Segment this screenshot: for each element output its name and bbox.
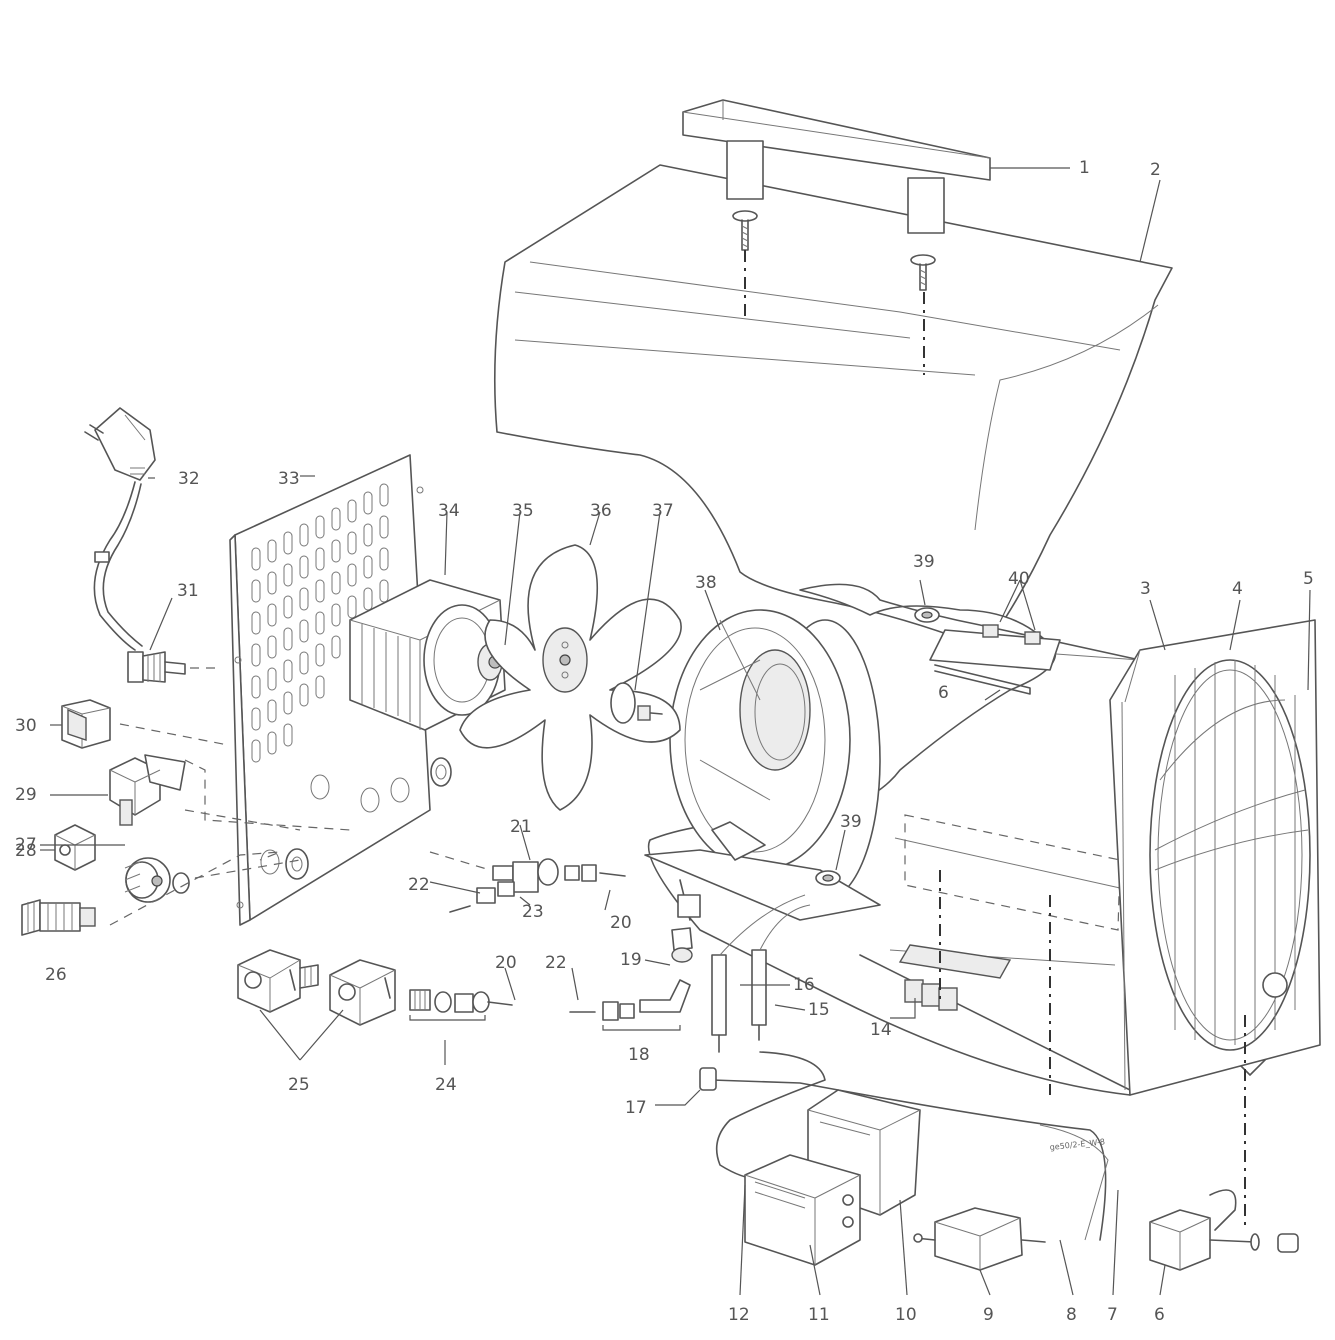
ignition-electrodes [711,894,811,1053]
label-31: 31 [177,581,199,601]
solenoid-valves [237,949,396,1026]
drawing-code: ge50/2-E_W-8 [1049,1137,1105,1152]
motor-nut [430,757,452,787]
label-14: 14 [870,1020,892,1040]
power-cord [84,407,156,651]
screw-right [910,254,936,291]
label-3: 3 [1140,579,1151,599]
label-40: 40 [1008,569,1030,589]
gas-inlet-fitting [21,899,96,936]
label-39-bottom: 39 [840,812,862,832]
cable-gland [127,651,186,683]
label-18: 18 [628,1045,650,1065]
fan-hub [610,682,636,724]
label-34: 34 [438,501,460,521]
fan-motor [349,579,506,731]
label-25: 25 [288,1075,310,1095]
screw-left [732,210,758,251]
thermo-valve [109,754,186,826]
label-36: 36 [590,501,612,521]
reset-button [54,824,96,871]
label-12: 12 [728,1305,750,1325]
label-39-top: 39 [913,552,935,572]
label-2: 2 [1150,160,1161,180]
label-4: 4 [1232,579,1243,599]
power-switch [61,699,111,749]
top-cover [493,164,1173,649]
rear-panel [229,454,431,926]
label-24: 24 [435,1075,457,1095]
sensor-plate [929,624,1061,695]
label-7: 7 [1107,1305,1118,1325]
label-15: 15 [808,1000,830,1020]
label-6-top: 6 [938,683,949,703]
label-22-a: 22 [408,875,430,895]
fan-blade [459,544,682,811]
label-22-b: 22 [545,953,567,973]
fitting-set-18 [569,927,693,1021]
label-5: 5 [1303,569,1314,589]
front-grille [1149,659,1311,1051]
control-box [744,1154,861,1266]
label-35: 35 [512,501,534,521]
label-17: 17 [625,1098,647,1118]
label-16: 16 [793,975,815,995]
control-knob [124,857,171,903]
label-6-bottom: 6 [1154,1305,1165,1325]
label-1: 1 [1079,158,1090,178]
label-10: 10 [895,1305,917,1325]
label-26: 26 [45,965,67,985]
label-9: 9 [983,1305,994,1325]
label-19: 19 [620,950,642,970]
label-21: 21 [510,817,532,837]
label-20-a: 20 [610,913,632,933]
label-8: 8 [1066,1305,1077,1325]
label-33: 33 [278,469,300,489]
label-29: 29 [15,785,37,805]
label-11: 11 [808,1305,830,1325]
panel-nut [285,848,309,880]
fitting-set-24 [409,989,513,1013]
label-28: 28 [15,841,37,861]
burner-plate [644,821,881,921]
fitting-set-23 [449,858,626,913]
burner-tube [669,609,881,901]
part-numbers: 1 2 3 4 5 40 39 6 39 32 31 33 34 35 36 3… [15,158,1314,1325]
hoses [699,1051,1109,1241]
terminal-block [904,979,958,1011]
label-20-b: 20 [495,953,517,973]
ignition-unit [913,1207,1046,1271]
label-38: 38 [695,573,717,593]
leader-lines [40,167,1311,1296]
label-37: 37 [652,501,674,521]
handle [682,99,991,234]
label-27: 27 [15,835,37,855]
label-30: 30 [15,716,37,736]
thermostat [1149,1189,1299,1271]
label-32: 32 [178,469,200,489]
label-23: 23 [522,902,544,922]
